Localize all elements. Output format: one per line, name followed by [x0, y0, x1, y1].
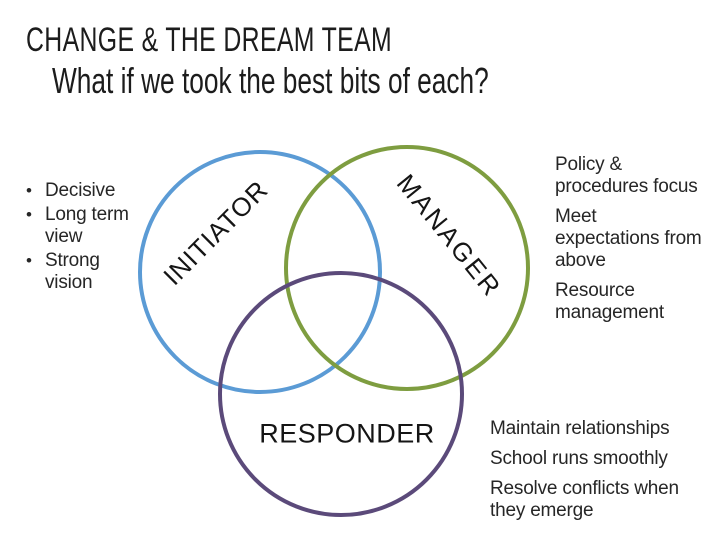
trait-text: Long term view — [45, 204, 129, 247]
manager-traits-list: Policy & procedures focus Meet expectati… — [555, 154, 715, 332]
trait-text: Resolve conflicts when they emerge — [490, 478, 679, 521]
bullet-icon: • — [26, 251, 32, 270]
bullet-icon: • — [26, 181, 32, 200]
slide-subtitle: What if we took the best bits of each? — [52, 60, 489, 101]
trait-text: Resource management — [555, 280, 664, 323]
responder-circle — [218, 271, 464, 517]
initiator-traits-list: • Decisive • Long term view • Strong vis… — [26, 180, 129, 296]
trait-text: Decisive — [45, 180, 116, 201]
trait-text: Policy & procedures focus — [555, 154, 698, 197]
list-item: • Decisive — [26, 180, 129, 202]
list-item: • Long term view — [26, 204, 129, 248]
trait-text: Maintain relationships — [490, 418, 670, 439]
trait-text: School runs smoothly — [490, 448, 668, 469]
responder-traits-list: Maintain relationships School runs smoot… — [490, 418, 705, 530]
responder-label: RESPONDER — [259, 418, 435, 449]
list-item: • Strong vision — [26, 250, 129, 294]
slide-title: CHANGE & THE DREAM TEAM — [26, 21, 393, 59]
trait-text: Strong vision — [45, 250, 100, 293]
bullet-icon: • — [26, 205, 32, 224]
trait-text: Meet expectations from above — [555, 206, 702, 271]
